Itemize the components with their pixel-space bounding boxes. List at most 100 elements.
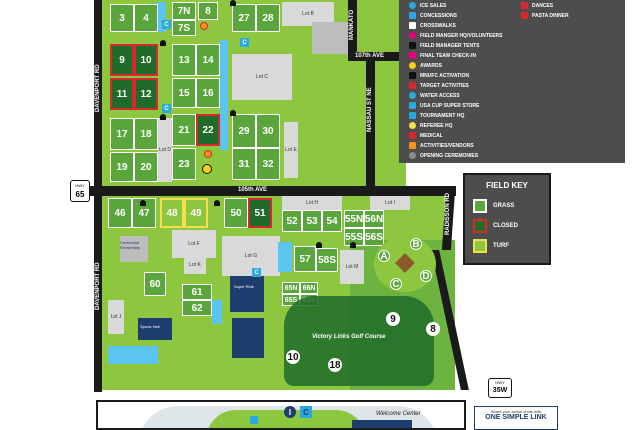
field-51[interactable]: 51: [248, 198, 272, 228]
field-50[interactable]: 50: [224, 198, 248, 228]
field-55n[interactable]: 55N: [344, 210, 364, 228]
concession-icon[interactable]: C: [162, 20, 171, 29]
davenport-rd-label-south: DAVENPORT RD: [95, 262, 101, 310]
legend-item-concessions: CONCESSIONS: [409, 12, 457, 19]
inset-green: [206, 410, 366, 428]
legend-item-dance: DANCES: [521, 2, 553, 9]
info-icon[interactable]: I: [284, 406, 296, 418]
awards-icon: [202, 164, 212, 174]
field-54[interactable]: 54: [322, 210, 342, 232]
field-12[interactable]: 12: [134, 78, 158, 110]
pond-north: [220, 40, 228, 150]
field-28[interactable]: 28: [256, 4, 280, 32]
field-18[interactable]: 18: [134, 118, 158, 150]
lot-f: Lot F: [172, 230, 216, 258]
arena-building: [232, 318, 264, 358]
field-53[interactable]: 53: [302, 210, 322, 232]
field-52[interactable]: 52: [282, 210, 302, 232]
legend-item-water: WATER ACCESS: [409, 92, 460, 99]
legend-item-tent: FIELD MANAGER TENTS: [409, 42, 479, 49]
legend-label: TOURNAMENT HQ: [420, 112, 465, 119]
concession-icon[interactable]: C: [252, 268, 261, 277]
field-30[interactable]: 30: [256, 114, 280, 148]
field-16[interactable]: 16: [196, 78, 220, 108]
golf-hole-9[interactable]: 9: [386, 312, 400, 326]
field-13[interactable]: 13: [172, 44, 196, 76]
field-57[interactable]: 57: [294, 246, 316, 272]
tent-icon: [350, 242, 356, 248]
legend-label: OPENING CEREMONIES: [420, 152, 479, 159]
field-15[interactable]: 15: [172, 78, 196, 108]
field-8[interactable]: 8: [198, 2, 218, 20]
legend-item-checkin: FINAL TEAM CHECK-IN: [409, 52, 476, 59]
lot-k: Lot K: [184, 256, 206, 274]
field-7s[interactable]: 7S: [172, 20, 196, 36]
field-c[interactable]: C: [390, 278, 402, 290]
sports-hall-label: Sports Hall: [140, 324, 160, 329]
ice-sales-icon: [409, 2, 416, 9]
legend-label: MNUFC ACTIVATION: [420, 72, 470, 79]
sports-hall-building: [138, 318, 172, 340]
water-icon: [409, 92, 416, 99]
field-14[interactable]: 14: [196, 44, 220, 76]
field-29[interactable]: 29: [232, 114, 256, 148]
field-55s[interactable]: 55S: [344, 228, 364, 246]
field-7n[interactable]: 7N: [172, 2, 196, 20]
tent-icon: [160, 40, 166, 46]
field-61[interactable]: 61: [182, 284, 212, 300]
field-4[interactable]: 4: [134, 4, 158, 32]
field-56s[interactable]: 56S: [364, 228, 384, 246]
field-d[interactable]: D: [420, 270, 432, 282]
field-62[interactable]: 62: [182, 300, 212, 316]
legend-label: ACTIVITIES/VENDORS: [420, 142, 474, 149]
share-line2[interactable]: ONE SIMPLE LINK: [485, 414, 547, 421]
field-22[interactable]: 22: [196, 114, 220, 146]
field-46[interactable]: 46: [108, 198, 132, 228]
pasta-icon: [521, 12, 528, 19]
lot-e: Lot E: [284, 122, 298, 178]
hq-icon: [409, 112, 416, 119]
golf-hole-8[interactable]: 8: [426, 322, 440, 336]
field-23[interactable]: 23: [172, 148, 196, 180]
concession-icon[interactable]: C: [162, 104, 171, 113]
legend-item-pasta: PASTA DINNER: [521, 12, 569, 19]
golf-course-label: Victory Links Golf Course: [312, 334, 386, 340]
field-17[interactable]: 17: [110, 118, 134, 150]
inset-concession-icon[interactable]: C: [300, 406, 312, 418]
field-key-turf: TURF: [473, 239, 509, 253]
field-56n[interactable]: 56N: [364, 210, 384, 228]
lot-i: Lot I: [370, 196, 410, 210]
hwy35w-shield: HWY 35W: [488, 378, 512, 398]
field-21[interactable]: 21: [172, 114, 196, 146]
107th-ave-road: [348, 52, 404, 61]
field-66n[interactable]: 66N: [300, 282, 318, 294]
field-48[interactable]: 48: [160, 198, 184, 228]
legend-item-target: TARGET ACTIVITIES: [409, 82, 469, 89]
field-b[interactable]: B: [410, 238, 422, 250]
legend-item-ceremony: OPENING CEREMONIES: [409, 152, 478, 159]
inset-small-concession-icon[interactable]: [250, 416, 258, 424]
field-27[interactable]: 27: [232, 4, 256, 32]
turf-label: TURF: [493, 243, 509, 249]
field-31[interactable]: 31: [232, 148, 256, 180]
field-60[interactable]: 60: [144, 272, 166, 296]
field-9[interactable]: 9: [110, 44, 134, 76]
field-58s[interactable]: 58S: [316, 248, 338, 272]
concession-icon[interactable]: C: [240, 38, 249, 47]
field-65n[interactable]: 65N: [282, 282, 300, 294]
store-icon: [409, 102, 416, 109]
golf-hole-18[interactable]: 18: [328, 358, 342, 372]
field-a[interactable]: A: [378, 250, 390, 262]
field-10[interactable]: 10: [134, 44, 158, 76]
field-49[interactable]: 49: [184, 198, 208, 228]
field-11[interactable]: 11: [110, 78, 134, 110]
hwy35w-number: 35W: [492, 387, 508, 394]
field-3[interactable]: 3: [110, 4, 134, 32]
legend-item-field-manager-hq: FIELD MANGER HQ/VOLUNTEERS: [409, 32, 503, 39]
golf-hole-10[interactable]: 10: [286, 350, 300, 364]
field-19[interactable]: 19: [110, 152, 134, 182]
tent-icon: [160, 114, 166, 120]
field-32[interactable]: 32: [256, 148, 280, 180]
field-20[interactable]: 20: [134, 152, 158, 182]
